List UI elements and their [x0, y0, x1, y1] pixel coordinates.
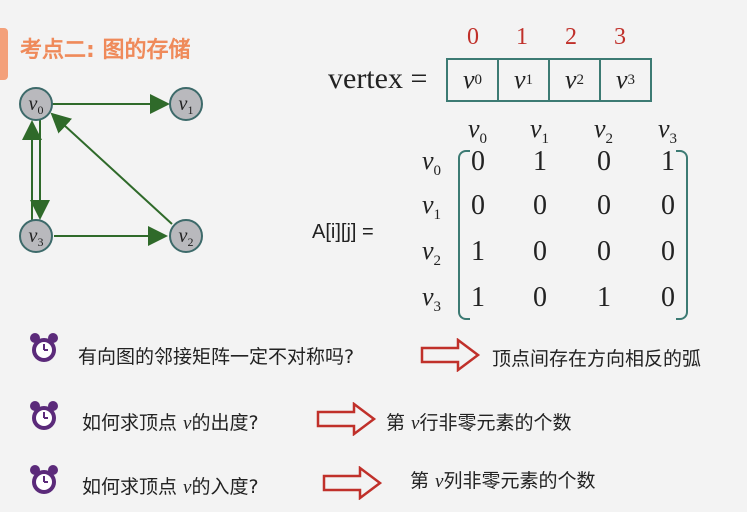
alarm-clock-icon	[30, 333, 58, 362]
matrix-cell: 0	[597, 190, 611, 221]
matrix-row-header: v2	[422, 236, 442, 270]
title-accent-bar	[0, 28, 8, 80]
page-title: 考点二: 图的存储	[20, 38, 191, 63]
vertex-index-3: 3	[614, 24, 626, 50]
alarm-clock-icon	[30, 401, 58, 430]
alarm-clock-icon	[30, 465, 58, 494]
svg-text:v1: v1	[179, 93, 194, 117]
edge-v2-v0	[50, 112, 173, 225]
matrix-cell: 0	[471, 146, 485, 177]
vertex-index-0: 0	[467, 24, 479, 50]
node-v1: v1	[169, 87, 203, 121]
matrix-cell: 0	[533, 236, 547, 267]
matrix-row-header: v1	[422, 190, 442, 224]
vertex-index-2: 2	[565, 24, 577, 50]
directed-graph: v0 v1 v3 v2	[19, 87, 203, 253]
matrix-col-header: v1	[530, 114, 550, 148]
answer-text: 第 v列非零元素的个数	[410, 470, 596, 492]
vertex-index-1: 1	[516, 24, 528, 50]
matrix-cell: 1	[471, 282, 485, 313]
vertex-array-label: vertex =	[328, 62, 428, 95]
matrix-cell: 0	[471, 190, 485, 221]
right-arrow-icon	[420, 338, 481, 372]
svg-text:v2: v2	[179, 225, 194, 249]
question-text: 有向图的邻接矩阵一定不对称吗?	[78, 346, 355, 368]
matrix-col-header: v0	[468, 114, 488, 148]
matrix-cell: 0	[597, 146, 611, 177]
matrix-cell: 1	[597, 282, 611, 313]
matrix-cell: 1	[533, 146, 547, 177]
matrix-col-header: v2	[594, 114, 614, 148]
right-arrow-icon	[322, 466, 383, 500]
node-v2: v2	[169, 219, 203, 253]
svg-text:v3: v3	[29, 225, 44, 249]
matrix-cell: 0	[533, 282, 547, 313]
matrix-col-header: v3	[658, 114, 678, 148]
answer-text: 第 v行非零元素的个数	[386, 412, 572, 434]
node-v0: v0	[19, 87, 53, 121]
matrix-cell: 1	[661, 146, 675, 177]
question-text: 如何求顶点 v的出度?	[82, 412, 259, 434]
matrix-cell: 0	[661, 190, 675, 221]
matrix-cell: 0	[597, 236, 611, 267]
matrix-row-header: v3	[422, 282, 442, 316]
matrix-right-bracket	[676, 150, 688, 320]
matrix-label: A[i][j] =	[312, 221, 374, 243]
matrix-cell: 0	[533, 190, 547, 221]
answer-text: 顶点间存在方向相反的弧	[492, 348, 702, 370]
matrix-cell: 1	[471, 236, 485, 267]
svg-text:v0: v0	[29, 93, 44, 117]
matrix-cell: 0	[661, 282, 675, 313]
question-text: 如何求顶点 v的入度?	[82, 476, 259, 498]
right-arrow-icon	[316, 402, 377, 436]
matrix-left-bracket	[458, 150, 470, 320]
node-v3: v3	[19, 219, 53, 253]
matrix-row-header: v0	[422, 146, 442, 180]
matrix-cell: 0	[661, 236, 675, 267]
